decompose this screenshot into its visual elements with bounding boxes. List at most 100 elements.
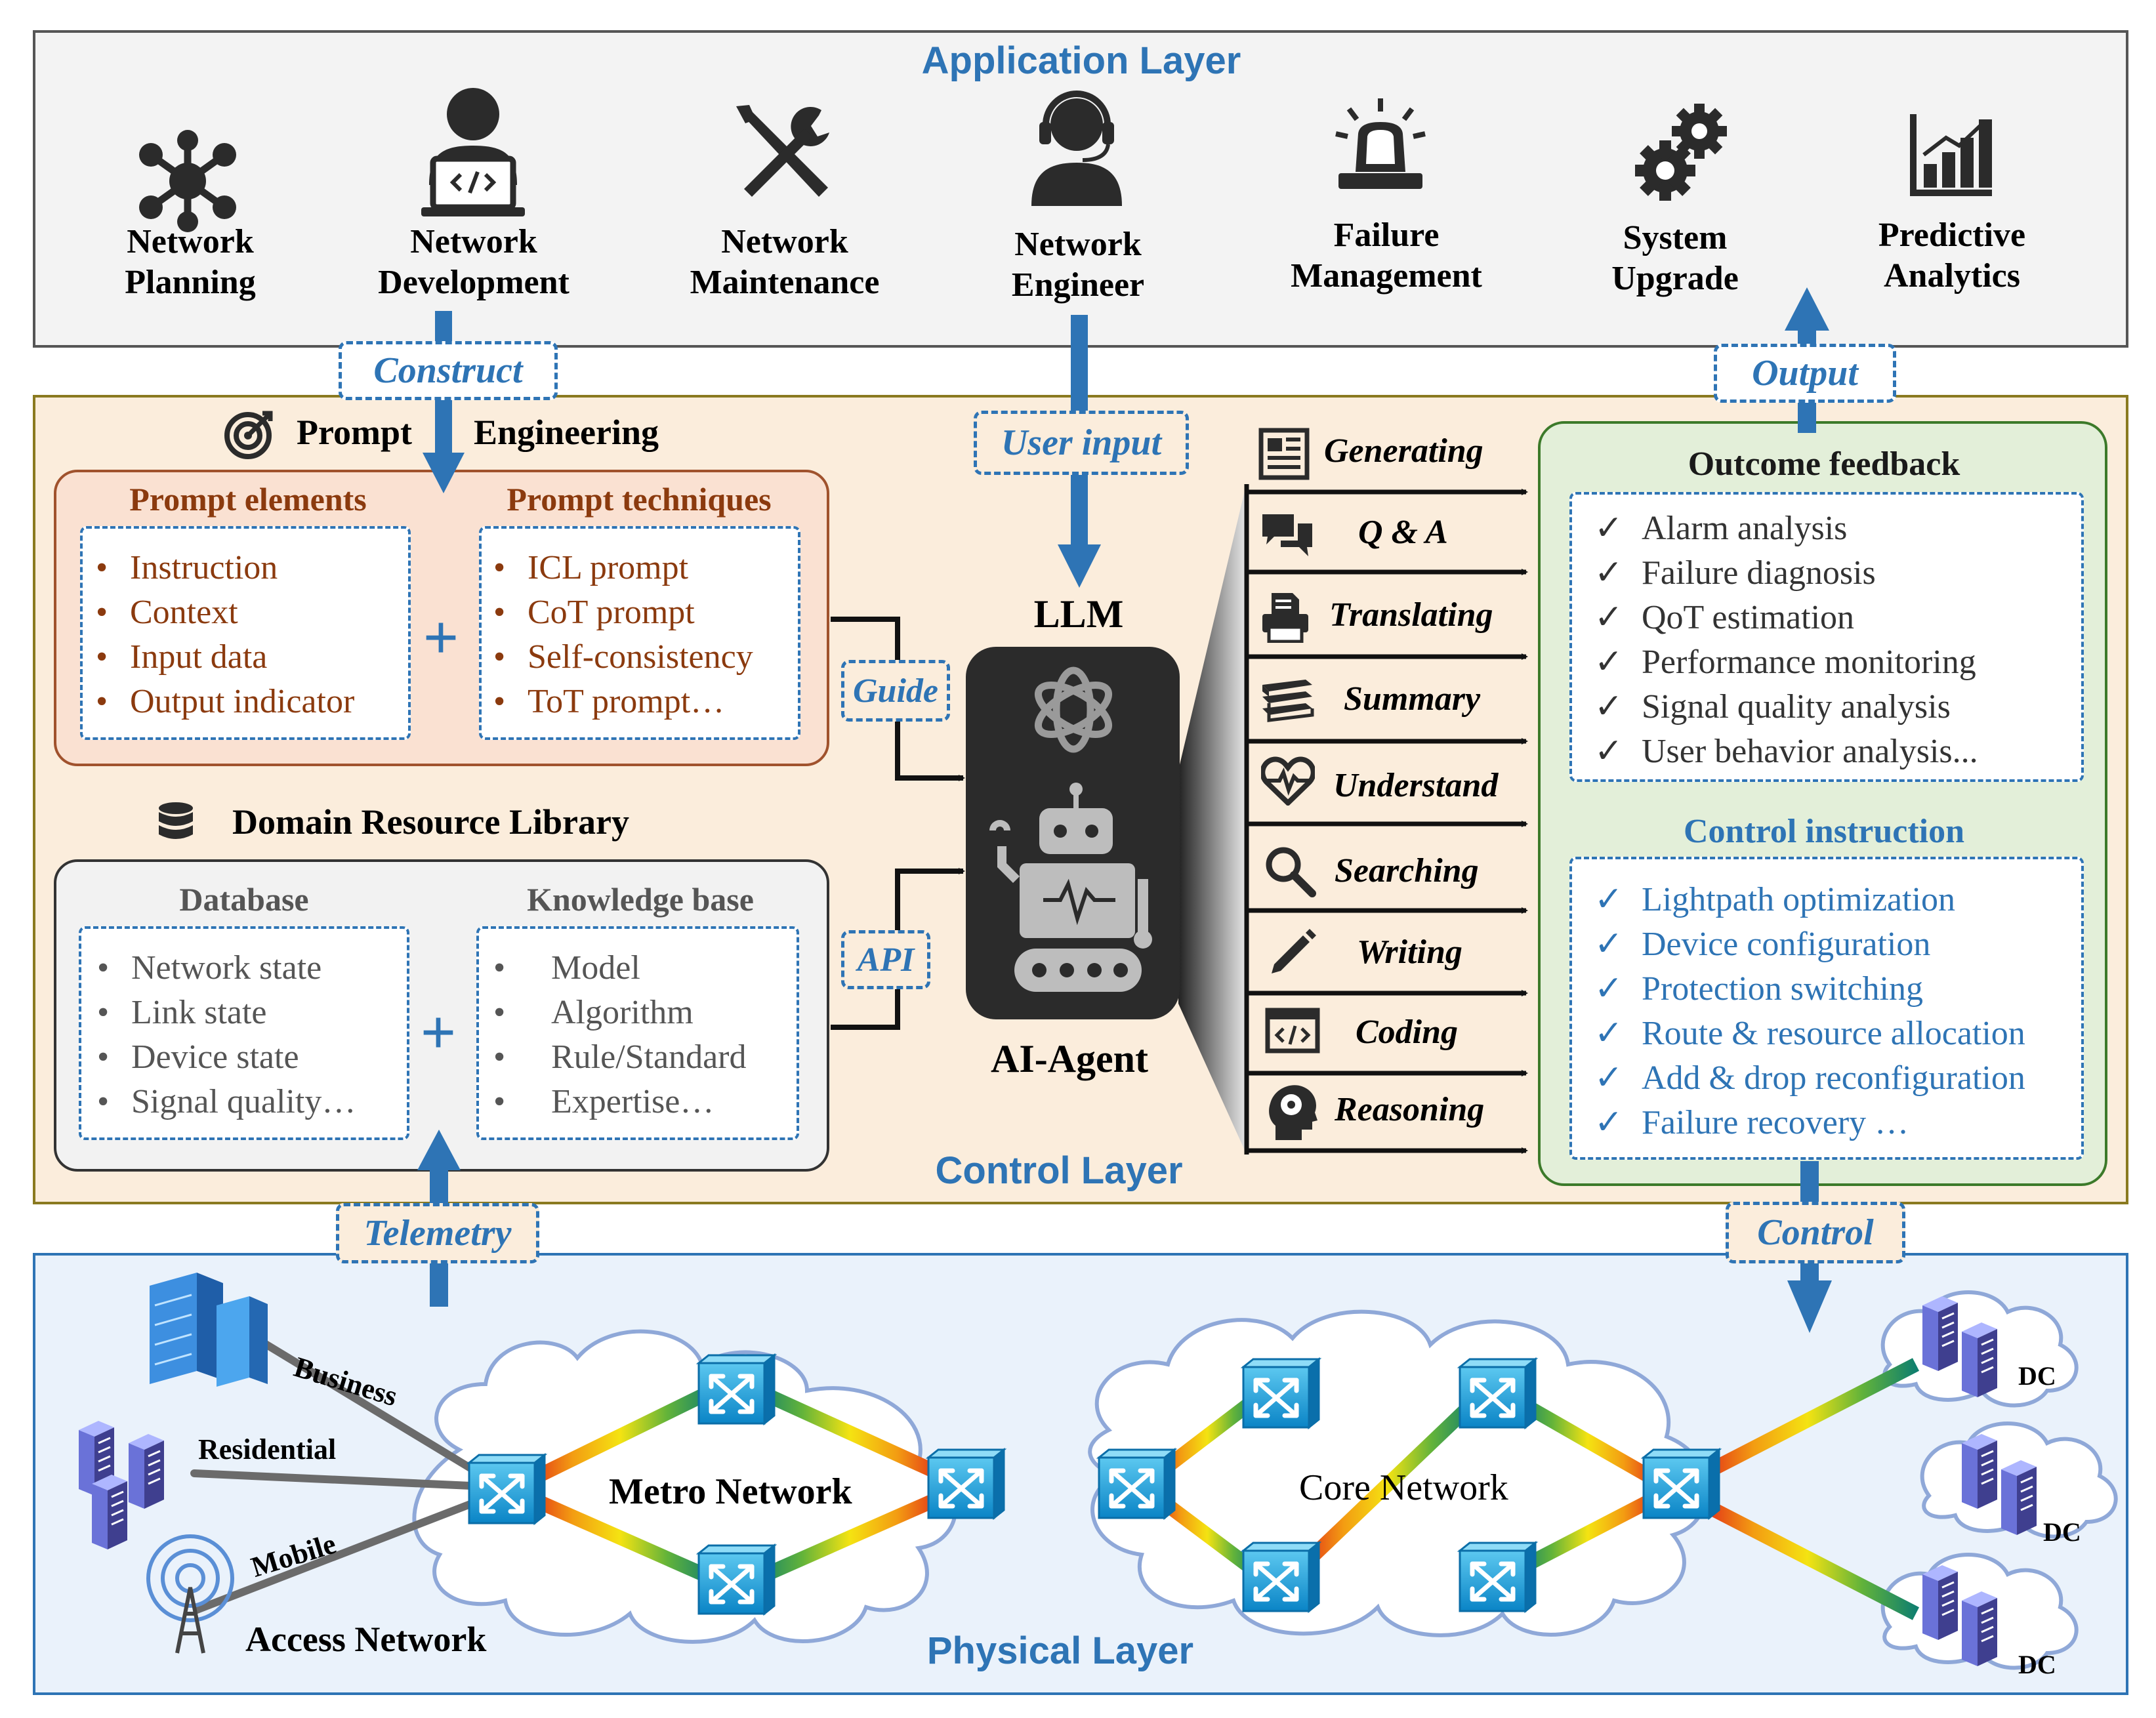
list-item: •Signal quality…	[97, 1083, 356, 1120]
list-item: •Instruction	[96, 549, 278, 586]
list-item: •Network state	[97, 949, 322, 987]
physical-layer-panel	[33, 1253, 2128, 1695]
list-item: ✓QoT estimation	[1594, 599, 1855, 636]
wrench-screwdriver-icon	[736, 105, 829, 197]
llm-label: LLM	[1033, 592, 1124, 636]
physical-layer-title: Physical Layer	[926, 1629, 1194, 1672]
prompt-engineering-title-right: Engineering	[474, 413, 659, 452]
app-item-predictive-analytics[interactable]: Predictive Analytics	[1878, 216, 2026, 295]
heartbeat-icon	[1261, 756, 1315, 806]
guide-tag: Guide	[841, 660, 950, 722]
list-item: ✓Lightpath optimization	[1594, 881, 1956, 918]
construct-tag: Construct	[339, 341, 558, 400]
list-item: ✓Alarm analysis	[1594, 510, 1848, 547]
list-item: •Device state	[97, 1038, 299, 1076]
plus-sign-prompt: +	[423, 602, 459, 672]
list-item: •ICL prompt	[493, 549, 689, 586]
chat-bubbles-icon	[1262, 514, 1312, 556]
book-stack-icon	[1262, 680, 1314, 722]
bar-chart-icon	[1910, 114, 1992, 196]
control-instruction-title: Control instruction	[1683, 813, 1965, 850]
dc-label-2: DC	[2043, 1517, 2081, 1547]
target-icon	[224, 411, 273, 459]
database-list: •Network state •Link state •Device state…	[97, 946, 356, 1124]
list-item: ✓Route & resource allocation	[1594, 1015, 2025, 1052]
domain-library-title: Domain Resource Library	[232, 802, 629, 842]
control-instruction-box	[1569, 857, 2084, 1160]
core-network-label: Core Network	[1299, 1467, 1508, 1508]
prompt-techniques-title: Prompt techniques	[507, 481, 772, 518]
capability-summary: Summary	[1344, 680, 1481, 718]
magnifier-icon	[1266, 847, 1316, 897]
outcome-feedback-title: Outcome feedback	[1688, 445, 1960, 483]
list-item: ✓Failure recovery …	[1594, 1104, 1909, 1141]
database-icon	[159, 802, 193, 839]
dc-label-1: DC	[2018, 1361, 2056, 1391]
outcome-feedback-list: ✓Alarm analysis ✓Failure diagnosis ✓QoT …	[1594, 506, 1978, 774]
prompt-elements-title: Prompt elements	[129, 481, 367, 518]
list-item: •Expertise…	[493, 1083, 715, 1120]
list-item: •Link state	[97, 994, 267, 1031]
capability-understand: Understand	[1333, 767, 1499, 804]
capability-coding: Coding	[1356, 1013, 1459, 1051]
prompt-elements-list: •Instruction •Context •Input data •Outpu…	[96, 546, 354, 724]
capability-qa: Q & A	[1358, 514, 1448, 551]
prompt-techniques-list: •ICL prompt •CoT prompt •Self-consistenc…	[493, 546, 753, 724]
knowledge-base-box	[476, 926, 799, 1140]
prompt-elements-box	[80, 526, 411, 740]
app-item-system-upgrade[interactable]: System Upgrade	[1611, 219, 1739, 298]
knowledge-base-list: •Model •Algorithm •Rule/Standard •Expert…	[493, 946, 747, 1124]
business-building-icon	[150, 1273, 268, 1387]
newspaper-icon	[1258, 428, 1310, 480]
ai-agent-label: AI-Agent	[991, 1037, 1148, 1080]
app-item-network-maintenance[interactable]: Network Maintenance	[690, 223, 880, 302]
list-item: ✓Failure diagnosis	[1594, 554, 1876, 592]
database-title: Database	[179, 881, 309, 918]
list-item: •Output indicator	[96, 683, 355, 720]
list-item: •CoT prompt	[493, 594, 695, 631]
output-tag: Output	[1714, 344, 1896, 403]
knowledge-base-title: Knowledge base	[527, 881, 754, 918]
capability-generating: Generating	[1324, 432, 1483, 470]
capability-translating: Translating	[1329, 596, 1493, 634]
pencil-icon	[1272, 929, 1316, 973]
metro-network-label: Metro Network	[609, 1471, 852, 1512]
app-item-network-engineer[interactable]: Network Engineer	[1011, 226, 1145, 304]
access-network-label: Access Network	[245, 1620, 487, 1659]
application-layer-title: Application Layer	[921, 39, 1241, 82]
brain-head-icon	[1269, 1085, 1317, 1140]
list-item: •Rule/Standard	[493, 1038, 747, 1076]
prompt-engineering-title-left: Prompt	[297, 413, 412, 452]
dc-label-3: DC	[2018, 1650, 2056, 1679]
app-item-network-development[interactable]: Network Development	[378, 223, 570, 302]
developer-laptop-icon	[421, 88, 525, 216]
capability-searching: Searching	[1335, 852, 1479, 890]
list-item: •Model	[493, 949, 640, 987]
network-hub-icon	[139, 130, 236, 232]
list-item: •Self-consistency	[493, 638, 753, 676]
gears-icon	[1635, 104, 1727, 201]
plus-sign-domain: +	[420, 997, 457, 1067]
prompt-techniques-box	[479, 526, 800, 740]
list-item: ✓Add & drop reconfiguration	[1594, 1059, 2025, 1097]
outcome-feedback-box	[1569, 492, 2084, 782]
capability-reasoning: Reasoning	[1335, 1091, 1485, 1128]
list-item: ✓Performance monitoring	[1594, 644, 1976, 681]
headset-engineer-icon	[1031, 91, 1122, 206]
list-item: •Context	[96, 594, 238, 631]
control-layer-title: Control Layer	[935, 1149, 1183, 1192]
app-item-failure-management[interactable]: Failure Management	[1291, 216, 1482, 295]
list-item: •Algorithm	[493, 994, 694, 1031]
list-item: •ToT prompt…	[493, 683, 725, 720]
app-item-network-planning[interactable]: Network Planning	[125, 223, 256, 302]
code-window-icon	[1265, 1008, 1320, 1053]
telemetry-tag: Telemetry	[336, 1203, 539, 1263]
api-tag: API	[841, 930, 930, 989]
list-item: ✓User behavior analysis...	[1594, 733, 1978, 770]
list-item: ✓Protection switching	[1594, 970, 1923, 1008]
alarm-siren-icon	[1335, 98, 1426, 189]
control-instruction-list: ✓Lightpath optimization ✓Device configur…	[1594, 878, 2025, 1145]
list-item: •Input data	[96, 638, 268, 676]
printer-icon	[1262, 593, 1308, 643]
